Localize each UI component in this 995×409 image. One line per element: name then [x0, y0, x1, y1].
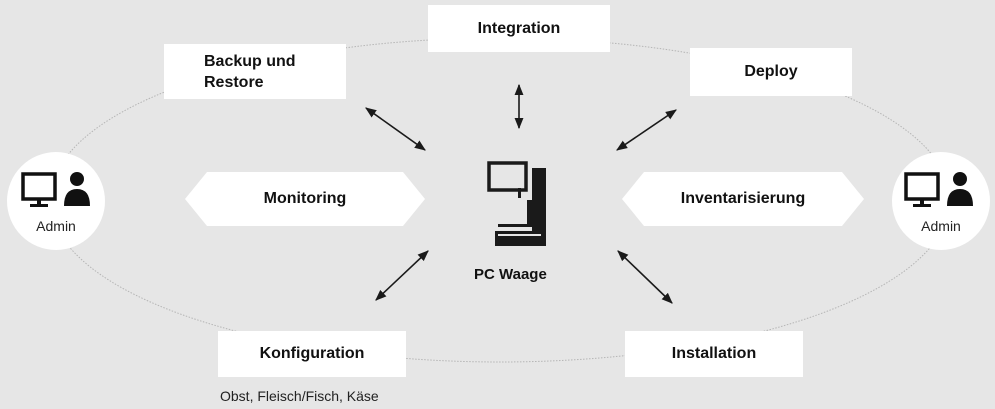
admin-left: Admin	[7, 152, 105, 250]
node-integration-label: Integration	[477, 19, 561, 37]
node-backup-label-line2: Restore	[204, 73, 264, 91]
node-deploy: Deploy	[690, 48, 852, 96]
node-integration: Integration	[428, 5, 610, 52]
node-installation-label: Installation	[671, 345, 757, 362]
node-backup-restore: Backup und Restore	[164, 44, 346, 99]
arrow-backup	[365, 107, 426, 151]
node-inventarisierung-label: Inventarisierung	[680, 190, 806, 207]
node-deploy-label: Deploy	[744, 63, 798, 80]
arrow-konfiguration	[375, 250, 429, 301]
monitor-icon	[21, 172, 57, 207]
admin-right: Admin	[892, 152, 990, 250]
user-icon	[947, 172, 973, 206]
arrow-deploy	[616, 109, 677, 151]
admin-icons-right	[904, 172, 973, 207]
monitoring-shape	[185, 172, 425, 226]
node-backup-label-line1: Backup und	[204, 52, 296, 70]
center-label: PC Waage	[474, 266, 547, 283]
node-installation: Installation	[625, 331, 803, 377]
user-icon	[64, 172, 90, 206]
node-inventarisierung: Inventarisierung	[622, 172, 864, 226]
node-konfiguration-label: Konfiguration	[259, 345, 365, 362]
footnote: Obst, Fleisch/Fisch, Käse	[220, 388, 379, 404]
node-konfiguration: Konfiguration	[218, 331, 406, 377]
arrow-installation	[617, 250, 673, 304]
inventarisierung-shape	[622, 172, 864, 226]
node-monitoring-label: Monitoring	[263, 190, 347, 207]
node-monitoring: Monitoring	[185, 172, 425, 226]
admin-icons	[21, 172, 90, 207]
monitor-icon	[904, 172, 940, 207]
admin-right-label: Admin	[921, 218, 961, 234]
admin-left-label: Admin	[36, 218, 76, 234]
